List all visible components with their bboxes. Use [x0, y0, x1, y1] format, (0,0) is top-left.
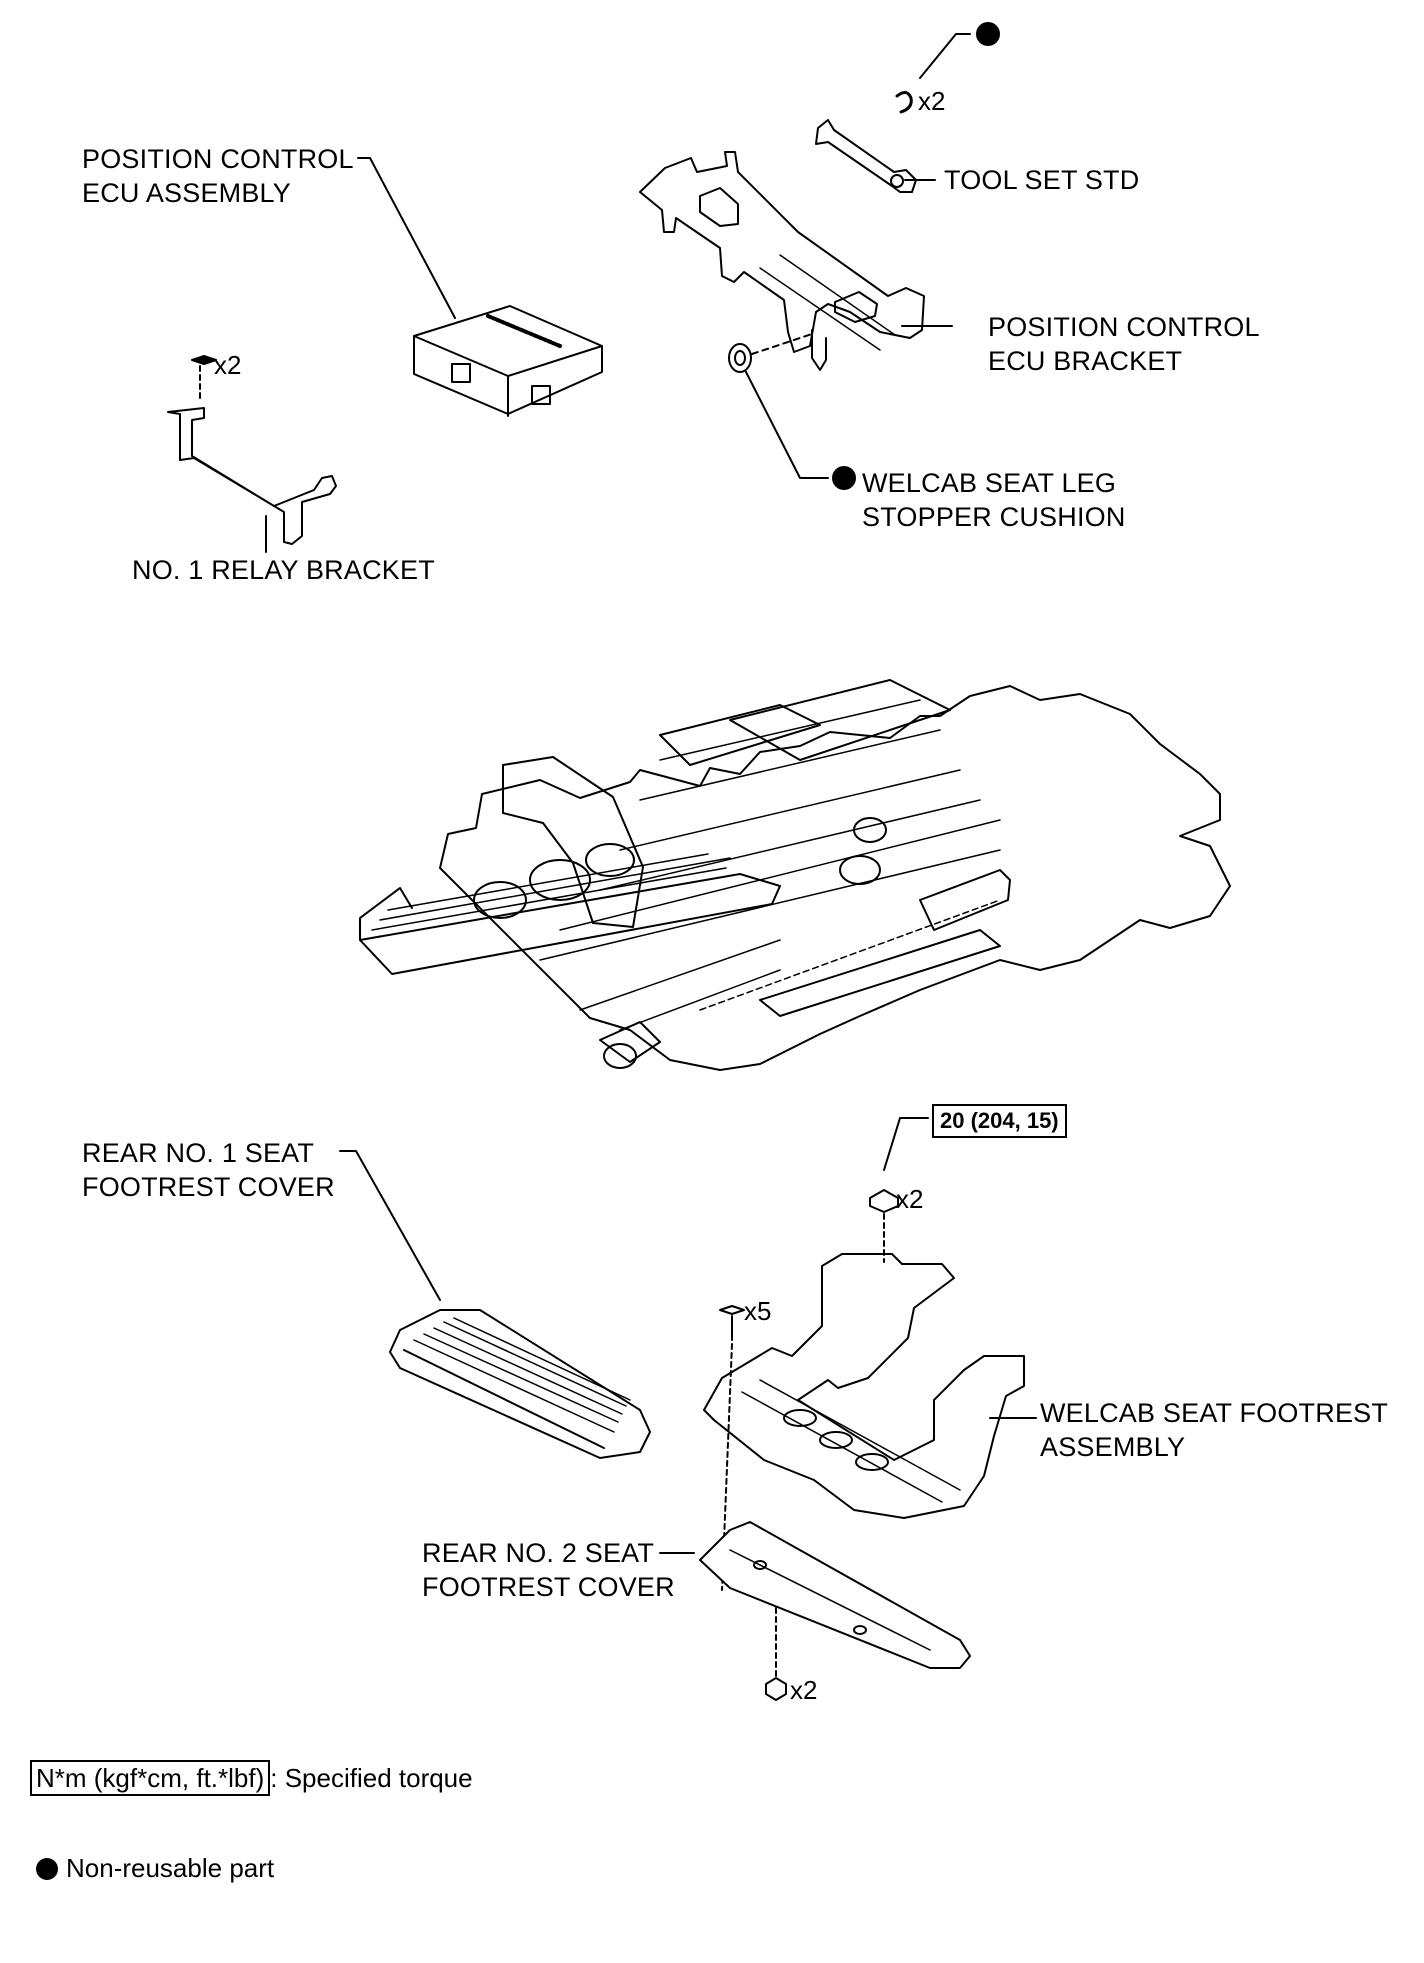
label-position-control-ecu-assembly: POSITION CONTROL ECU ASSEMBLY	[82, 144, 354, 208]
clip-part	[895, 22, 1000, 114]
legend-torque-desc: : Specified torque	[270, 1763, 473, 1793]
seat-frame-assembly	[359, 679, 1231, 1071]
label-position-control-ecu-bracket: POSITION CONTROL ECU BRACKET	[988, 312, 1260, 376]
footrest-cover-1-part	[339, 1150, 651, 1459]
torque-spec-box: 20 (204, 15)	[932, 1104, 1067, 1138]
footrest-cover-2-part	[659, 1521, 971, 1701]
label-rear-no2-seat-footrest-cover: REAR NO. 2 SEAT FOOTREST COVER	[422, 1538, 675, 1602]
wrench-icon	[815, 119, 936, 193]
label-welcab-seat-footrest-assembly: WELCAB SEAT FOOTREST ASSEMBLY	[1040, 1398, 1389, 1462]
count-bolt-bottom: x2	[790, 1675, 818, 1705]
legend-nonreusable: Non-reusable part	[36, 1850, 274, 1886]
screw-x5-part	[719, 1305, 745, 1591]
count-clip-top: x2	[918, 86, 946, 116]
ecu-assembly-part	[357, 157, 603, 417]
label-tool-set-std: TOOL SET STD	[944, 165, 1140, 195]
bolt-icon	[765, 1677, 787, 1701]
legend-torque: N*m (kgf*cm, ft.*lbf): Specified torque	[30, 1760, 473, 1796]
screw-icon	[719, 1305, 745, 1315]
label-welcab-seat-leg-stopper-cushion: WELCAB SEAT LEG STOPPER CUSHION	[862, 468, 1126, 532]
nut-part	[869, 1117, 929, 1263]
screw-icon	[191, 355, 217, 365]
footrest-assembly-part	[703, 1253, 1037, 1519]
non-reusable-dot-icon	[976, 22, 1000, 46]
label-rear-no1-seat-footrest-cover: REAR NO. 1 SEAT FOOTREST COVER	[82, 1138, 335, 1202]
count-nut-footrest: x2	[896, 1184, 924, 1214]
non-reusable-dot-icon	[832, 466, 856, 490]
relay-bracket-part	[167, 355, 337, 553]
ecu-bracket-part	[639, 151, 953, 371]
count-screw-footrest: x5	[744, 1296, 772, 1326]
legend-nonreusable-desc: Non-reusable part	[66, 1853, 275, 1883]
non-reusable-dot-icon	[36, 1858, 58, 1880]
stopper-cushion-part	[728, 333, 856, 490]
legend-torque-unit: N*m (kgf*cm, ft.*lbf)	[30, 1760, 271, 1796]
count-relay-screw: x2	[214, 350, 242, 380]
label-no1-relay-bracket: NO. 1 RELAY BRACKET	[132, 555, 435, 585]
clip-icon	[895, 91, 913, 114]
nut-icon	[869, 1189, 899, 1213]
